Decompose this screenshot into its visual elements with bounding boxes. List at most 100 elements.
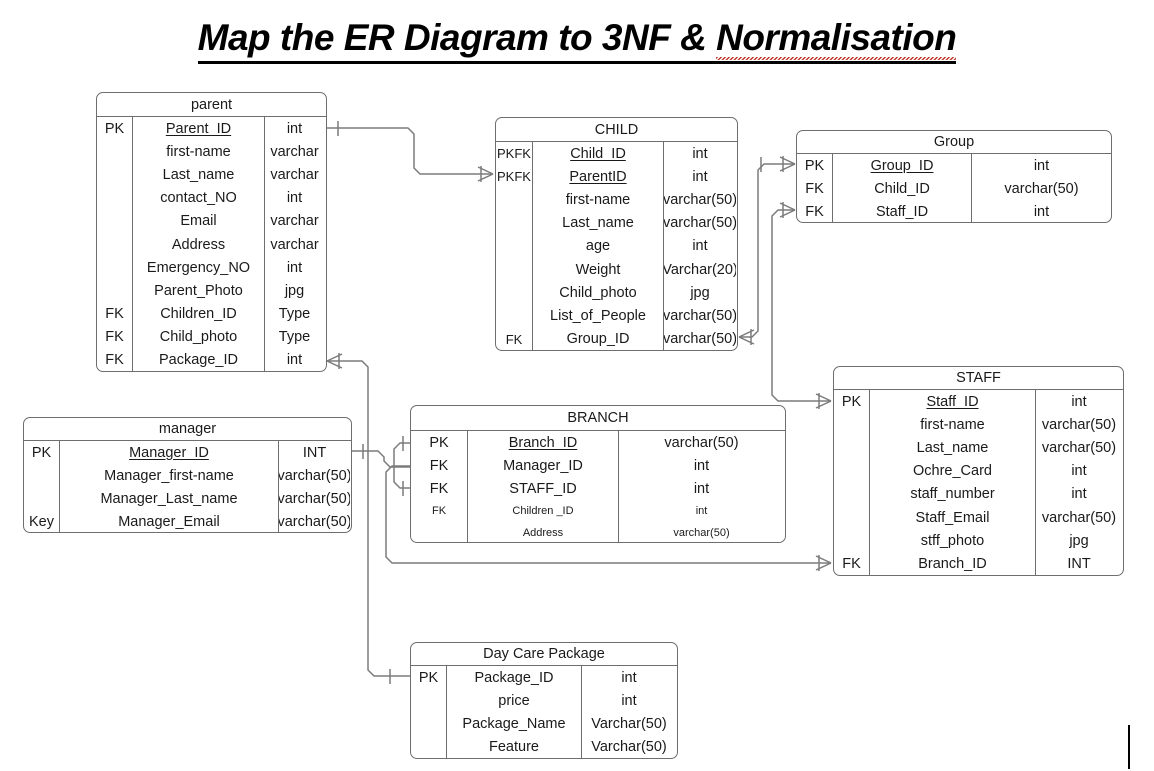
row-key <box>97 140 133 164</box>
row-type: jpg <box>284 282 305 299</box>
row-type: varchar(50) <box>664 191 736 208</box>
row-attribute: first-name <box>533 188 664 212</box>
table-row[interactable]: Last_name varchar(50) <box>834 436 1123 460</box>
connector-parent-child <box>327 127 493 175</box>
row-type: varchar(50) <box>279 514 350 531</box>
row-key <box>24 487 60 511</box>
row-attribute: Manager_Email <box>60 510 279 532</box>
row-type: INT <box>1067 555 1091 572</box>
row-type: varchar <box>270 213 319 230</box>
row-attribute: Package_Name <box>447 712 582 736</box>
row-type: int <box>621 669 637 686</box>
entity-staff-title: STAFF <box>834 367 1123 390</box>
row-key: FK <box>797 200 833 222</box>
page-title: Map the ER Diagram to 3NF & Normalisatio… <box>0 17 1154 64</box>
connector-manager-branch <box>352 450 410 468</box>
row-key: FK <box>97 348 133 371</box>
row-attribute: Weight <box>533 257 664 282</box>
row-attribute: Manager_ID <box>468 454 619 477</box>
row-type: int <box>693 480 710 497</box>
row-type: INT <box>302 444 327 461</box>
row-key: PK <box>797 154 833 178</box>
row-attribute: Last_name <box>533 211 664 235</box>
row-type: varchar(50) <box>1041 509 1117 526</box>
row-type: varchar(50) <box>1041 439 1117 456</box>
entity-manager-title: manager <box>24 418 351 441</box>
connector-branch-left-stub <box>393 442 410 489</box>
crowsfoot-child <box>477 166 494 182</box>
row-attribute: Staff_ID <box>870 390 1036 414</box>
connector-child-group <box>739 163 795 338</box>
row-key <box>496 234 533 258</box>
row-key: PK <box>411 431 468 454</box>
row-key <box>496 188 533 212</box>
row-attribute: STAFF_ID <box>468 477 619 500</box>
row-attribute: Ochre_Card <box>870 459 1036 483</box>
row-type: int <box>1033 203 1050 220</box>
row-attribute: Feature <box>447 735 582 758</box>
row-attribute: Manager_ID <box>60 441 279 465</box>
page-title-misspelled-word: Normalisation <box>716 17 957 60</box>
row-type: varchar <box>270 143 319 160</box>
row-attribute: Branch_ID <box>870 552 1036 575</box>
row-type: int <box>286 352 303 369</box>
row-attribute: Last_name <box>870 436 1036 460</box>
row-attribute: Child_photo <box>133 325 265 349</box>
row-attribute: Manager_first-name <box>60 464 279 488</box>
